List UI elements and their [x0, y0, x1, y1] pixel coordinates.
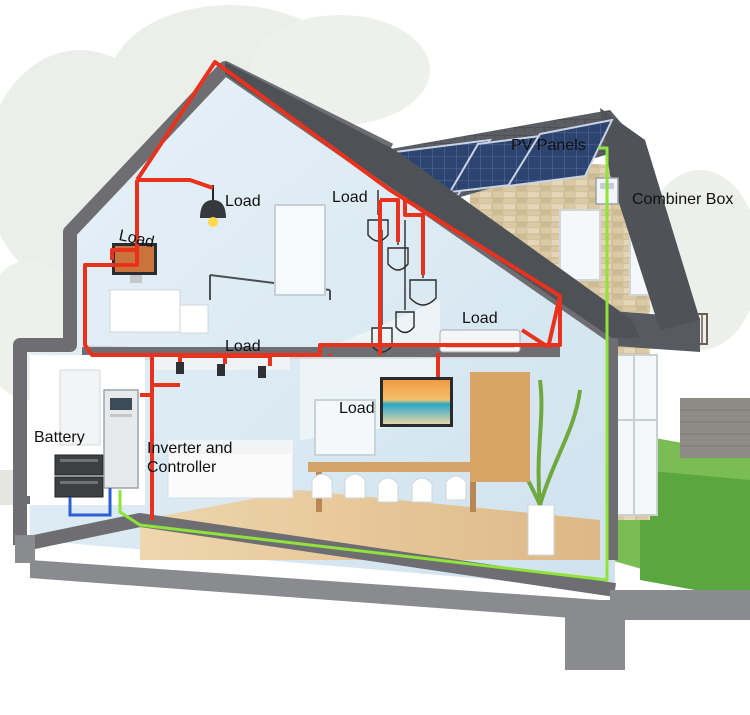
roof-edge [225, 62, 640, 338]
dc-pv-wiring [118, 146, 609, 582]
pv-panels-label: PV Panels [511, 137, 586, 154]
load-label-tv: Load [339, 400, 375, 417]
inverter-controller-label: Inverter and Controller [147, 440, 233, 476]
ac-load-wiring [83, 60, 562, 520]
load-label-air-conditioner: Load [462, 310, 498, 327]
battery-icon [54, 454, 104, 498]
load-label-pendant-lamps: Load [332, 189, 368, 206]
combiner-box-label: Combiner Box [632, 191, 734, 208]
tv-icon [380, 377, 453, 427]
battery-label: Battery [34, 429, 85, 446]
spotlight-icon [176, 362, 266, 378]
air-conditioner-icon [439, 329, 521, 353]
foundation [15, 535, 750, 670]
load-label-spotlights: Load [225, 338, 261, 355]
load-label-ceiling-lamp: Load [225, 193, 261, 210]
inverter-icon [103, 389, 139, 489]
battery-wiring [68, 488, 112, 517]
